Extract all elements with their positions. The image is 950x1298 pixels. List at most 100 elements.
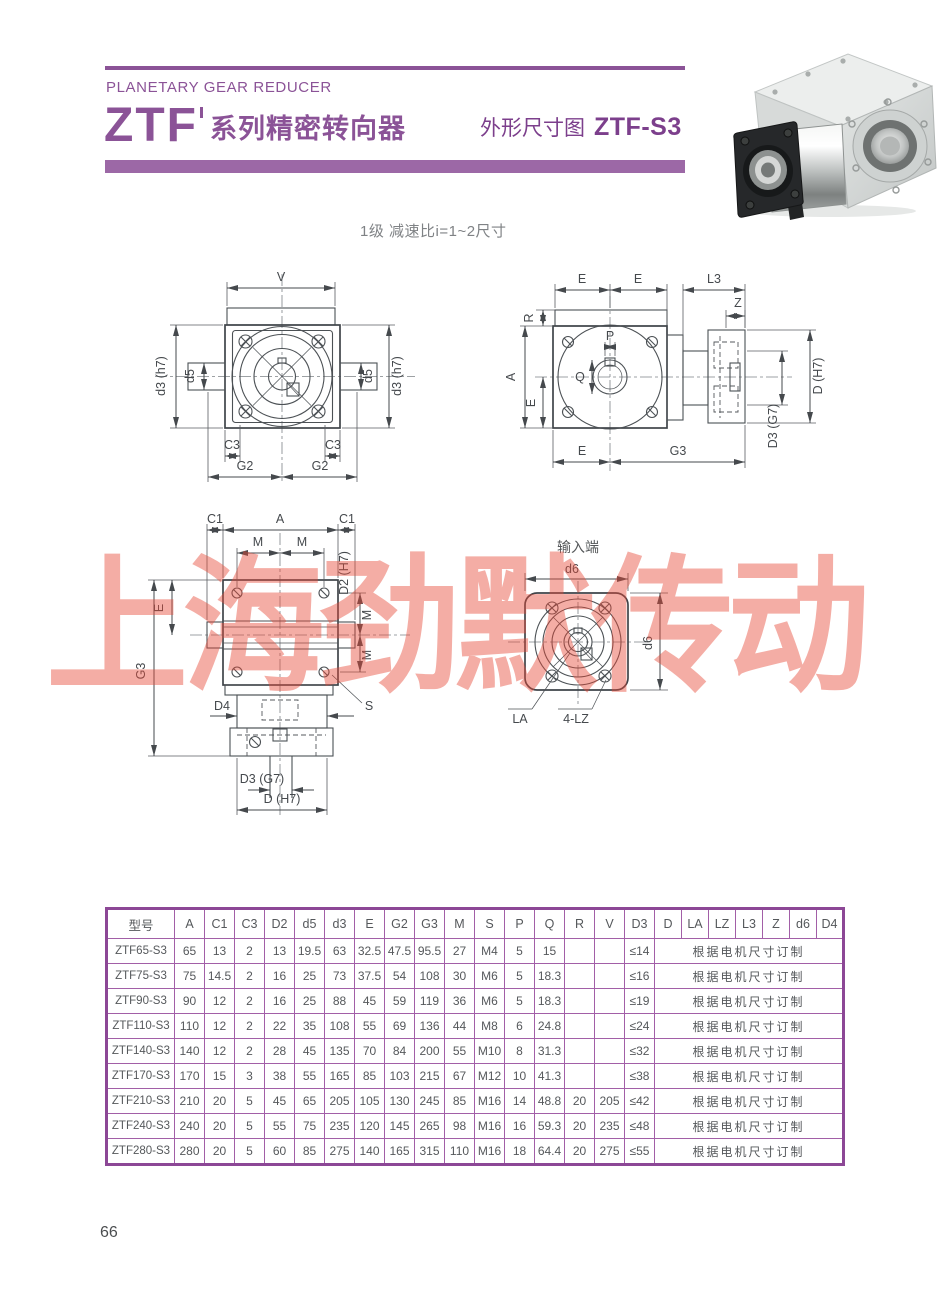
- value-cell: 13: [264, 938, 295, 964]
- value-cell: M8: [474, 1013, 505, 1039]
- value-cell: 245: [414, 1088, 445, 1114]
- dim-label-d6-right: d6: [641, 636, 655, 650]
- value-cell: 25: [294, 963, 325, 989]
- model-cell: ZTF240-S3: [106, 1113, 175, 1139]
- value-cell: 44: [444, 1013, 475, 1039]
- value-cell: 67: [444, 1063, 475, 1089]
- value-cell: 2: [234, 963, 265, 989]
- value-cell: 20: [564, 1113, 595, 1139]
- value-cell: 22: [264, 1013, 295, 1039]
- value-cell: 205: [594, 1088, 625, 1114]
- side-view-drawing: P Q Z R A E E E L3 E G3 D: [504, 272, 825, 471]
- value-cell: 27: [444, 938, 475, 964]
- value-cell: 16: [264, 963, 295, 989]
- front-view-drawing: V d3 (h7) d5 d5 d3 (h7) C3 C3 G2 G2: [154, 270, 415, 484]
- column-header: D3: [624, 908, 655, 939]
- value-cell: ≤55: [624, 1138, 655, 1165]
- value-cell: 280: [174, 1138, 205, 1165]
- column-header: Z: [762, 908, 790, 939]
- dim-label-p: P: [606, 329, 614, 343]
- value-cell: 2: [234, 988, 265, 1014]
- dim-label-c3-left: C3: [224, 438, 240, 452]
- value-cell: 54: [384, 963, 415, 989]
- value-cell: [594, 1013, 625, 1039]
- value-cell: 32.5: [354, 938, 385, 964]
- value-cell: 15: [534, 938, 565, 964]
- dim-label-v: V: [277, 270, 286, 284]
- value-cell: 88: [324, 988, 355, 1014]
- ratio-subtitle: 1级 减速比i=1~2尺寸: [360, 223, 507, 240]
- dim-label-d-bottom: D (H7): [264, 792, 301, 806]
- value-cell: [564, 963, 595, 989]
- value-cell: 64.4: [534, 1138, 565, 1165]
- model-cell: ZTF65-S3: [106, 938, 175, 964]
- value-cell: 265: [414, 1113, 445, 1139]
- dim-label-m-r2: M: [360, 650, 374, 660]
- value-cell: 140: [354, 1138, 385, 1165]
- column-header: LA: [681, 908, 709, 939]
- value-cell: 205: [324, 1088, 355, 1114]
- value-cell: 75: [174, 963, 205, 989]
- dim-label-m-r1: M: [360, 610, 374, 620]
- note-cell: 根据电机尺寸订制: [654, 1063, 844, 1089]
- note-cell: 根据电机尺寸订制: [654, 1138, 844, 1165]
- value-cell: 170: [174, 1063, 205, 1089]
- dim-label-l3: L3: [707, 272, 721, 286]
- dim-label-e-bottom: E: [578, 444, 586, 458]
- value-cell: 41.3: [534, 1063, 565, 1089]
- dim-label-e-top1: E: [578, 272, 586, 286]
- value-cell: 13: [204, 938, 235, 964]
- dim-label-c3-right: C3: [325, 438, 341, 452]
- dim-label-d3-left: d3 (h7): [154, 356, 168, 396]
- dim-label-g3: G3: [670, 444, 687, 458]
- dim-label-c1-left: C1: [207, 512, 223, 526]
- column-header: D2: [264, 908, 295, 939]
- value-cell: 110: [444, 1138, 475, 1165]
- value-cell: 55: [444, 1038, 475, 1064]
- dim-label-g2-left: G2: [237, 459, 254, 473]
- value-cell: 18.3: [534, 988, 565, 1014]
- dim-label-d3-right: d3 (h7): [390, 356, 404, 396]
- value-cell: 103: [384, 1063, 415, 1089]
- column-header: E: [354, 908, 385, 939]
- column-header: M: [444, 908, 475, 939]
- value-cell: 2: [234, 938, 265, 964]
- dim-label-d3-bottom: D3 (G7): [240, 772, 284, 786]
- value-cell: [564, 1038, 595, 1064]
- value-cell: [564, 1063, 595, 1089]
- dim-label-la: LA: [512, 712, 528, 726]
- value-cell: 235: [594, 1113, 625, 1139]
- value-cell: M16: [474, 1088, 505, 1114]
- dimension-figure-title: 外形尺寸图 ZTF-S3: [480, 112, 682, 142]
- value-cell: 19.5: [294, 938, 325, 964]
- value-cell: 105: [354, 1088, 385, 1114]
- value-cell: [564, 988, 595, 1014]
- page-number: 66: [100, 1224, 118, 1241]
- value-cell: M6: [474, 988, 505, 1014]
- value-cell: 165: [324, 1063, 355, 1089]
- dim-label-d: D (H7): [811, 358, 825, 395]
- dim-label-e-left: E: [524, 399, 538, 407]
- note-cell: 根据电机尺寸订制: [654, 1088, 844, 1114]
- dim-label-lz: 4-LZ: [563, 712, 589, 726]
- column-header: d3: [324, 908, 355, 939]
- value-cell: 165: [384, 1138, 415, 1165]
- value-cell: ≤16: [624, 963, 655, 989]
- value-cell: 75: [294, 1113, 325, 1139]
- value-cell: 145: [384, 1113, 415, 1139]
- note-cell: 根据电机尺寸订制: [654, 988, 844, 1014]
- value-cell: 55: [354, 1013, 385, 1039]
- model-cell: ZTF210-S3: [106, 1088, 175, 1114]
- value-cell: 31.3: [534, 1038, 565, 1064]
- product-photo: [733, 53, 937, 220]
- column-header: L3: [735, 908, 763, 939]
- dim-label-e-top: E: [152, 604, 166, 612]
- value-cell: 30: [444, 963, 475, 989]
- value-cell: 5: [504, 963, 535, 989]
- top-view-drawing: C1 A C1 M M E G3 D4 S D2 (H7) M M D3 (G7…: [134, 512, 410, 815]
